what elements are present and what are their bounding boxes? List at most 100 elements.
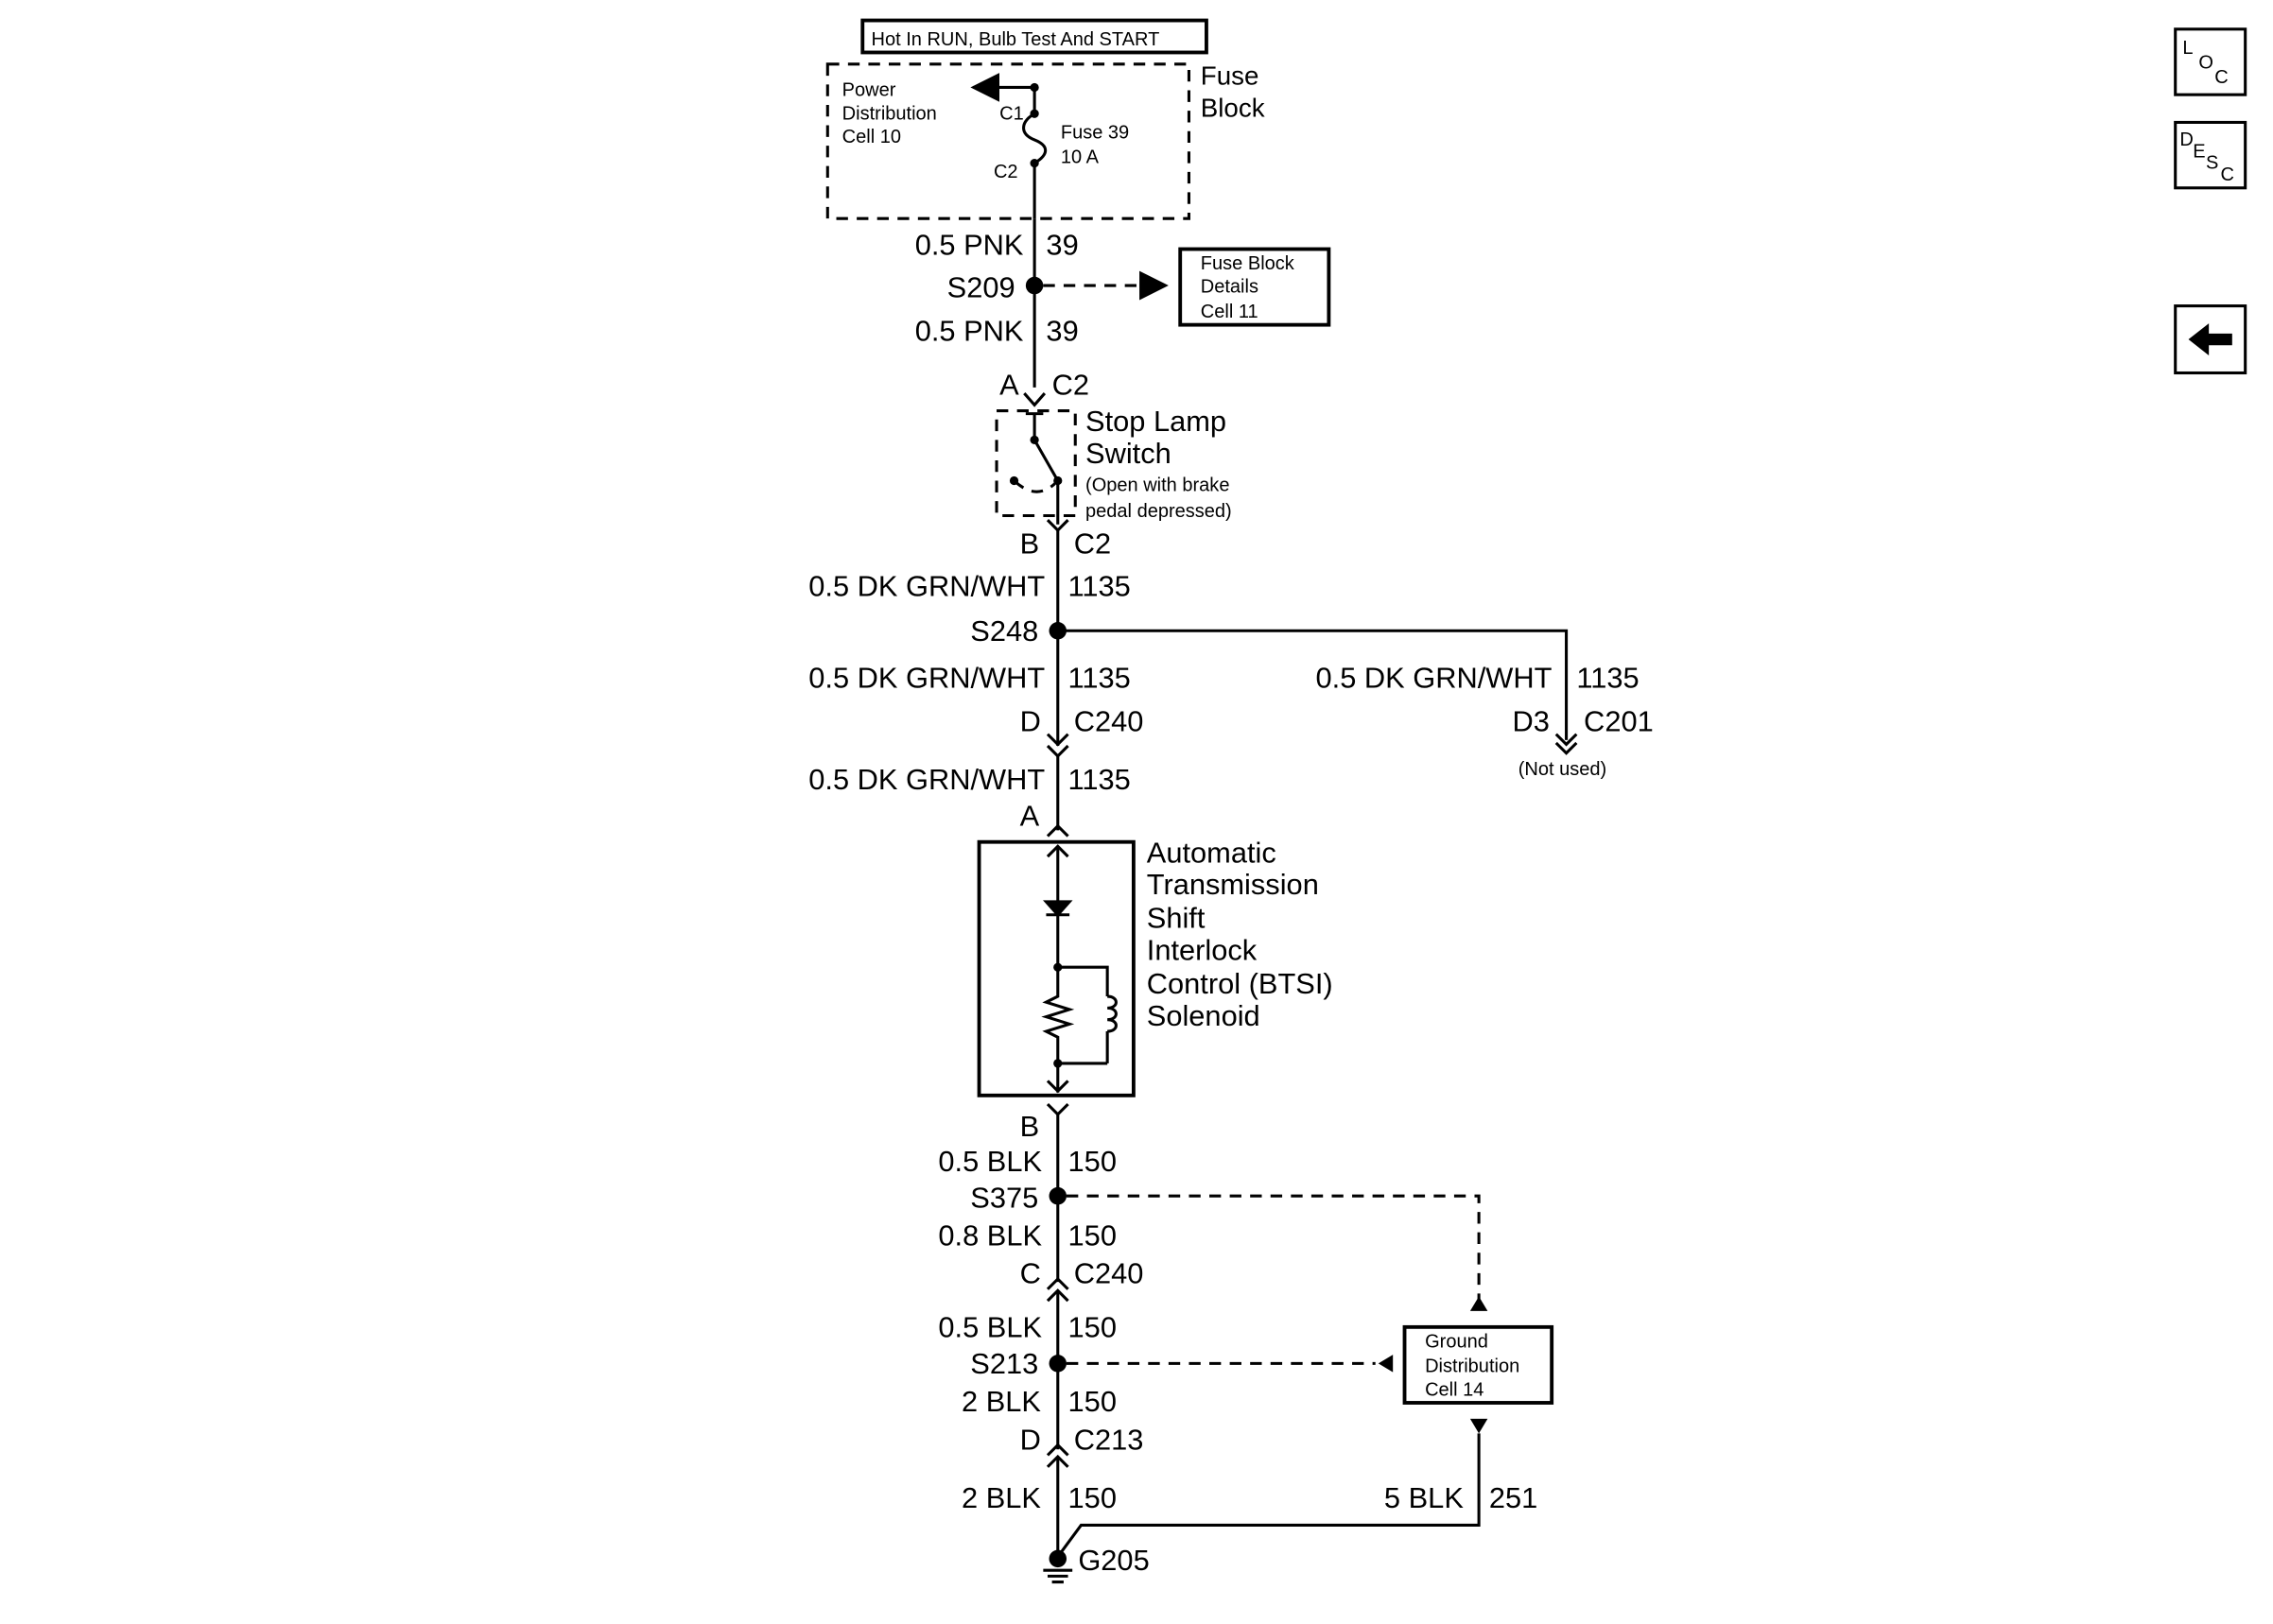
splice-s375-label: S375 [970,1181,1038,1214]
fuse-c2-terminal [1030,158,1039,168]
splice-s209-label: S209 [947,270,1015,303]
c240-label-lower: C240 [1074,1257,1144,1290]
wire-blk-circuit-4: 150 [1068,1385,1117,1418]
wire-pnk-circuit-lower: 39 [1046,315,1078,348]
fuse-block-details-line2: Details [1201,277,1258,298]
circuit-251-wire [1059,1433,1481,1554]
wire-blk-2-upper: 2 BLK [962,1385,1041,1418]
fuse-name: Fuse 39 [1061,122,1129,143]
wire-blk-5: 5 BLK [1384,1481,1464,1514]
switch-connector-bottom: C2 [1074,527,1111,561]
splice-s375-dot [1049,1186,1067,1205]
loc-letter-l: L [2182,38,2193,59]
back-button[interactable] [2174,304,2247,375]
fuse-icon [1022,87,1048,219]
switch-pin-a: A [999,369,1019,402]
wire-blk-05-lower: 0.5 BLK [938,1311,1042,1344]
c213-label: C213 [1074,1423,1144,1456]
wire-blk-circuit-2: 150 [1068,1219,1117,1253]
desc-button[interactable]: D E S C [2174,120,2247,190]
loc-button[interactable]: L O C [2174,27,2247,96]
power-distribution-line1: Power [842,80,896,101]
ground-g205-dot [1049,1549,1067,1568]
ground-distribution-line1: Ground [1425,1331,1488,1352]
c240-pin-d: D [1020,705,1041,738]
diode-icon [1043,900,1073,918]
switch-closed-path-icon [1013,479,1056,493]
circuit-1135-branch-wire [1057,629,1569,740]
ground-distribution-line2: Distribution [1425,1356,1519,1377]
c213-pin-d: D [1020,1423,1041,1456]
fuse-c1-label: C1 [999,103,1024,124]
desc-letter-s: S [2206,153,2218,174]
wire-blk-05-upper: 0.5 BLK [938,1145,1042,1178]
switch-note-line1: (Open with brake [1085,475,1229,495]
solenoid-title-line1: Automatic [1147,836,1276,869]
wire-blk-circuit-5: 150 [1068,1481,1117,1514]
solenoid-title-line4: Interlock [1147,934,1258,967]
wire-dkgrn-size-2: 0.5 DK GRN/WHT [808,661,1045,694]
c240-pin-c: C [1020,1257,1041,1290]
desc-letter-c: C [2220,164,2233,185]
splice-s248-dot [1049,622,1067,640]
fuse-block: Fuse Block Power Distribution Cell 10 C1… [825,60,1265,220]
connector-c201-icon [1554,733,1578,755]
wire-pnk-size-upper: 0.5 PNK [915,229,1024,262]
c201-pin-d3: D3 [1513,705,1550,738]
ground-icon [1043,1568,1073,1584]
s375-reference-line [1067,1194,1481,1300]
wire-dkgrn-circuit-2: 1135 [1068,661,1131,694]
wire-blk-08: 0.8 BLK [938,1219,1042,1253]
c201-label: C201 [1584,705,1654,738]
solenoid-title-line6: Solenoid [1147,999,1260,1032]
fuse-block-title-line1: Fuse [1201,60,1259,90]
wire-blk-2-lower: 2 BLK [962,1481,1041,1514]
fuse-c1-terminal [1030,109,1039,118]
splice-s209-dot [1025,276,1044,295]
wire-dkgrn-size-branch: 0.5 DK GRN/WHT [1316,661,1553,694]
wire-pnk-size-lower: 0.5 PNK [915,315,1024,348]
power-source-label: Hot In RUN, Bulb Test And START [872,29,1160,50]
ground-distribution-link[interactable]: Ground Distribution Cell 14 [1402,1324,1554,1405]
power-source-label-box: Hot In RUN, Bulb Test And START [860,18,1208,55]
solenoid-connector-b-icon [1046,1102,1069,1117]
fuse-block-details-link[interactable]: Fuse Block Details Cell 11 [1178,247,1331,327]
desc-letter-d: D [2179,130,2193,150]
fuse-block-outline [825,62,1190,220]
resistor-icon [1041,967,1075,1063]
switch-note-line2: pedal depressed) [1085,501,1232,522]
fuse-c2-label: C2 [994,162,1018,182]
solenoid-pin-b: B [1020,1110,1040,1143]
solenoid-title-line3: Shift [1147,902,1206,935]
wire-dkgrn-size-3: 0.5 DK GRN/WHT [808,763,1045,796]
solenoid-pin-a: A [1020,800,1040,833]
switch-connector-top: C2 [1052,369,1089,402]
wire-blk-circuit-1: 150 [1068,1145,1117,1178]
solenoid-connector-a-icon [1046,823,1069,838]
wire-dkgrn-size-1: 0.5 DK GRN/WHT [808,569,1045,602]
wire-ground-circuit: 251 [1489,1481,1537,1514]
splice-s248-label: S248 [970,614,1038,648]
wire-blk-circuit-3: 150 [1068,1311,1117,1344]
switch-title-line1: Stop Lamp [1085,405,1226,438]
switch-outline [995,409,1077,518]
switch-contact-icon [1025,412,1060,525]
connector-c2-top-icon [1023,392,1047,407]
switch-title-line2: Switch [1085,437,1171,470]
power-distribution-line2: Distribution [842,103,937,124]
left-arrow-icon [2188,323,2232,356]
fuse-rating: 10 A [1061,147,1100,168]
wire-dkgrn-circuit-branch: 1135 [1576,661,1639,694]
splice-s213-label: S213 [970,1347,1038,1380]
connector-c213-icon [1046,1443,1069,1468]
ground-distribution-line3: Cell 14 [1425,1379,1484,1400]
desc-letter-e: E [2193,141,2205,162]
solenoid-title-line5: Control (BTSI) [1147,967,1333,1000]
c240-label-upper: C240 [1074,705,1144,738]
fuse-block-details-line1: Fuse Block [1201,253,1295,274]
wire-dkgrn-circuit-3: 1135 [1068,763,1131,796]
coil-icon [1105,994,1118,1063]
solenoid-title-line2: Transmission [1147,868,1319,901]
stop-lamp-switch: A C2 Stop Lamp Switch (Open with brake p… [995,369,1232,561]
